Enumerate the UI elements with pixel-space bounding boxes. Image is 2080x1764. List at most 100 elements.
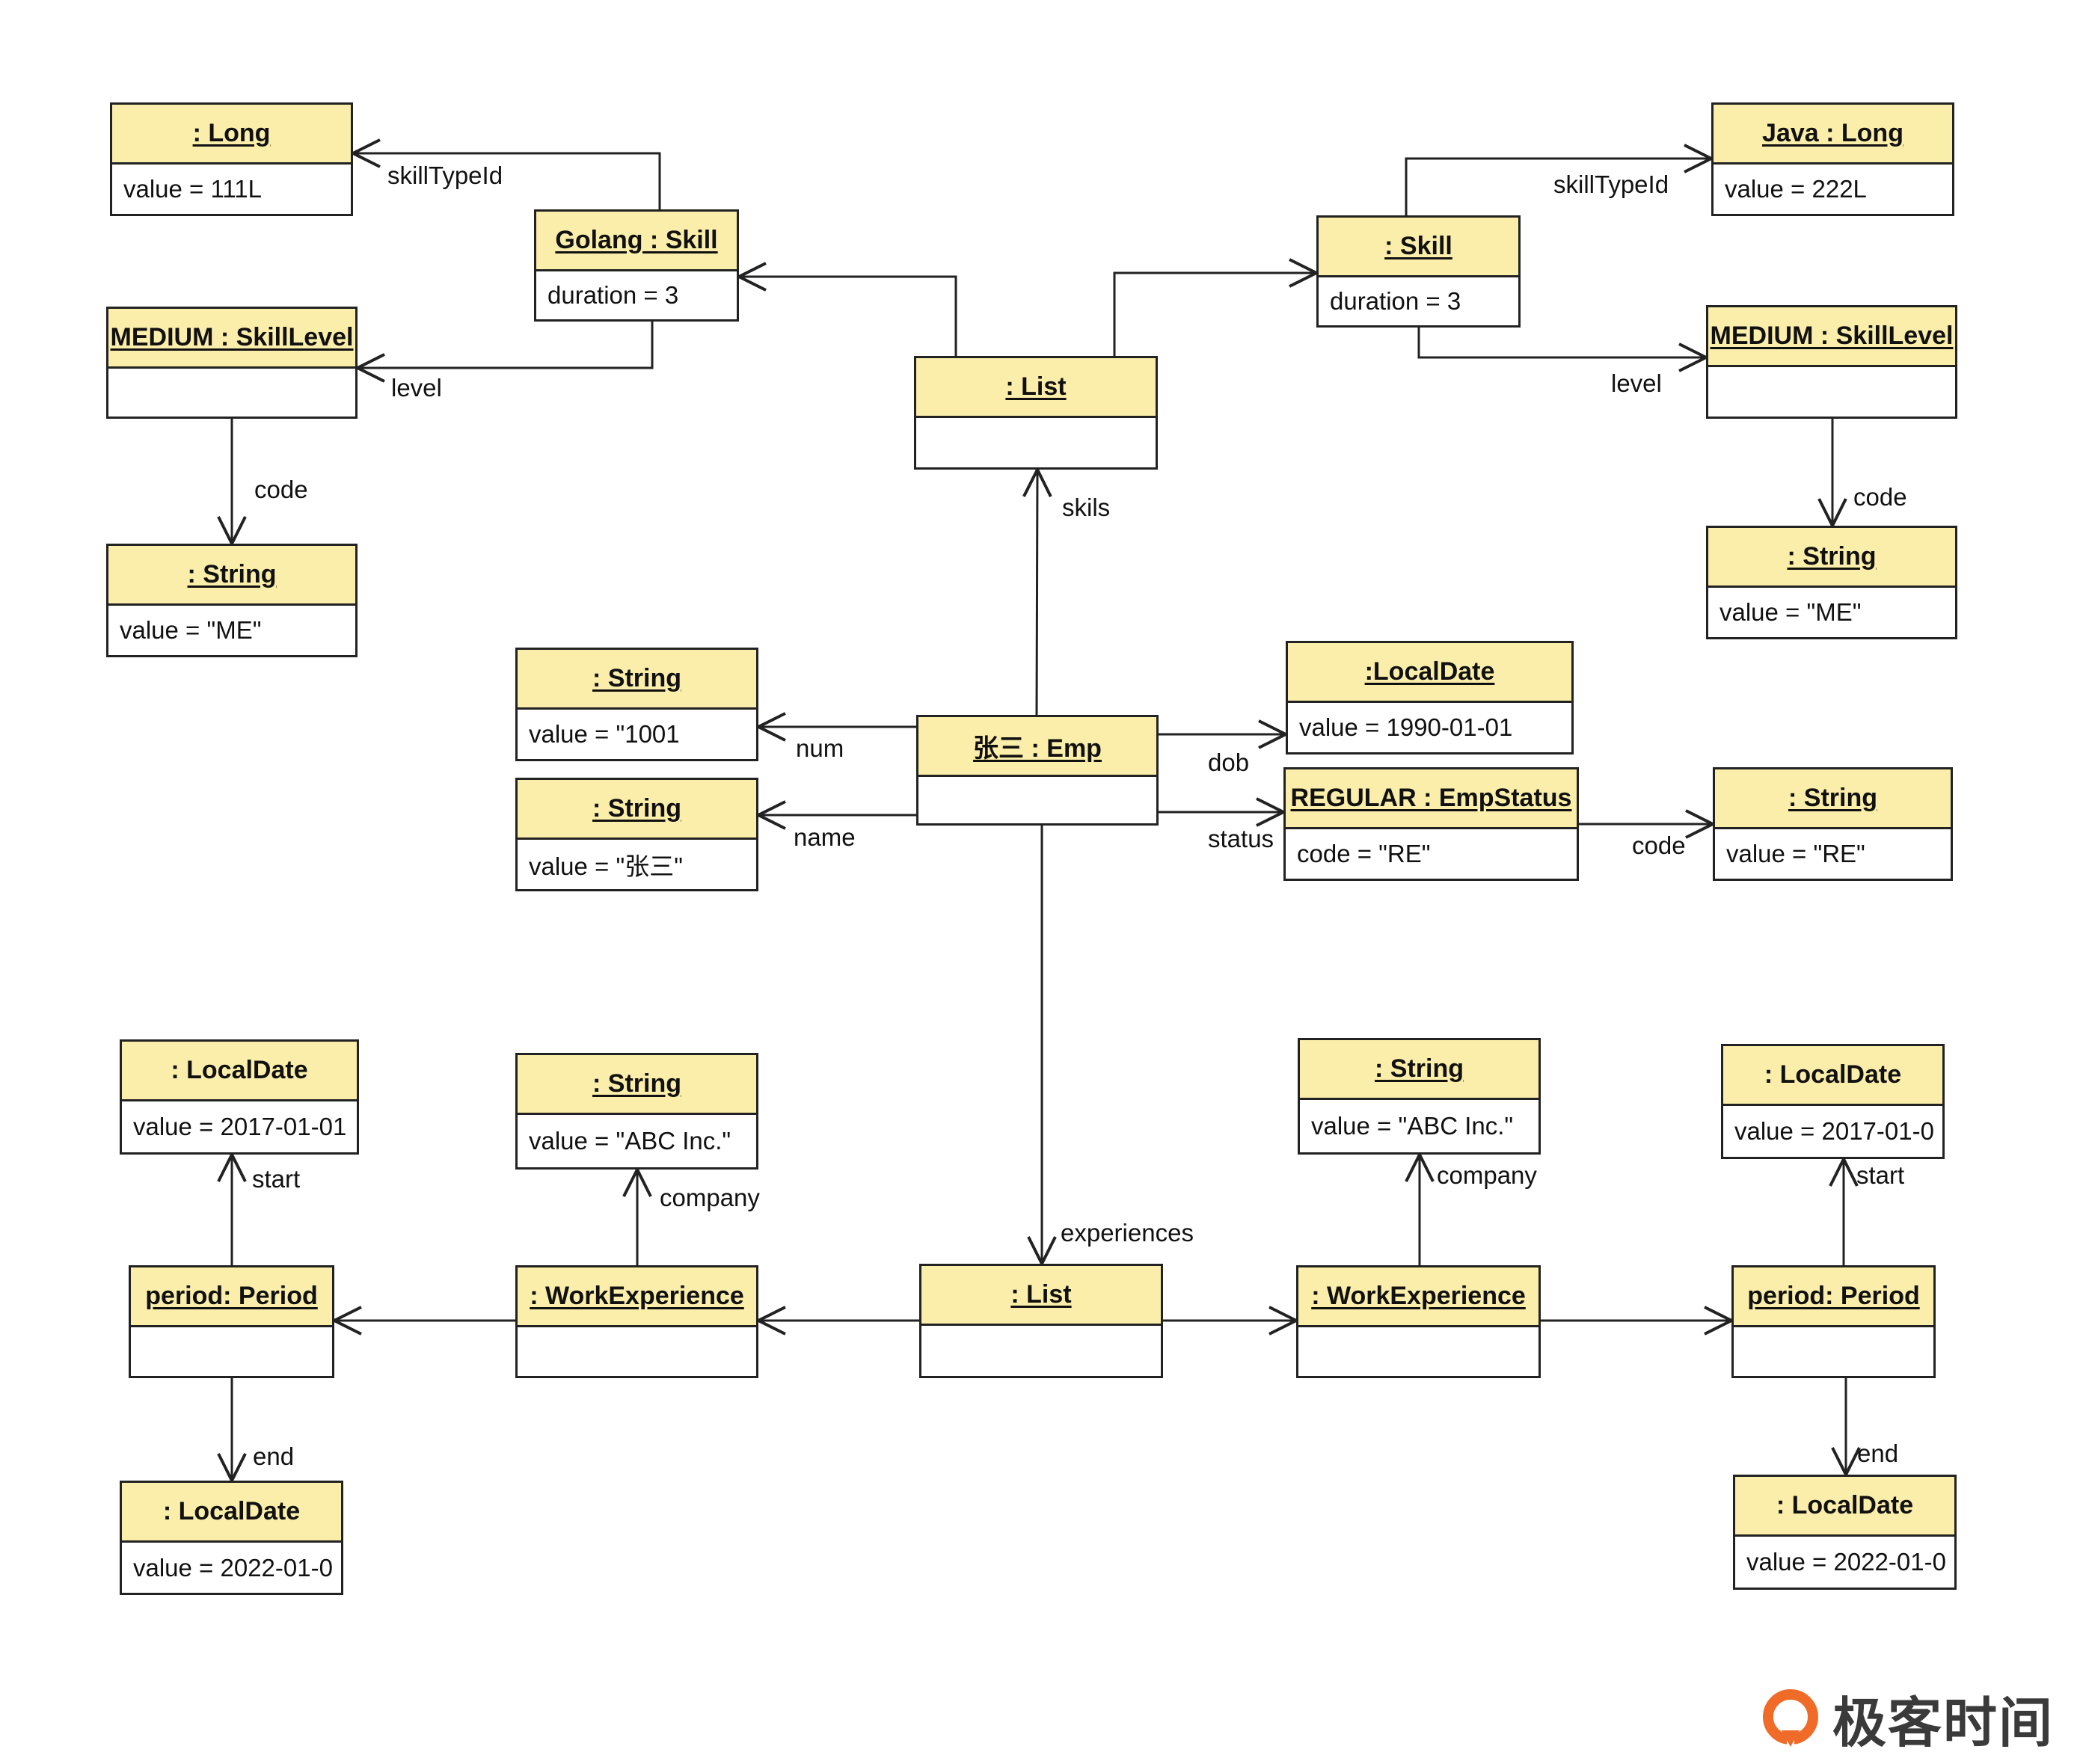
label-num: num — [796, 734, 844, 762]
object-experiences-list[interactable]: : List — [919, 1264, 1163, 1378]
object-title: : LocalDate — [1776, 1491, 1914, 1519]
object-title: REGULAR : EmpStatus — [1290, 784, 1572, 812]
object-title: : Long — [192, 119, 271, 147]
object-string-me-left[interactable]: : String value = "ME" — [106, 544, 358, 657]
object-attribute — [108, 369, 355, 417]
object-attribute: duration = 3 — [547, 281, 679, 309]
object-header: :LocalDate — [1288, 643, 1571, 703]
object-header: : String — [1708, 528, 1955, 588]
object-attribute — [131, 1327, 332, 1376]
object-title: Golang : Skill — [555, 226, 718, 254]
object-medium-skilllevel-left[interactable]: MEDIUM : SkillLevel — [106, 307, 358, 419]
object-header: : LocalDate — [122, 1483, 341, 1543]
edge-level-right — [1417, 327, 1706, 357]
object-header: MEDIUM : SkillLevel — [1708, 307, 1955, 367]
object-header: period: Period — [1734, 1267, 1933, 1327]
object-title: MEDIUM : SkillLevel — [110, 323, 354, 351]
label-name: name — [794, 823, 856, 851]
object-attribute: value = "RE" — [1726, 840, 1865, 867]
object-string-num[interactable]: : String value = "1001 — [515, 648, 758, 761]
object-title: : String — [1787, 542, 1877, 571]
object-string-me-right[interactable]: : String value = "ME" — [1706, 526, 1957, 639]
object-attribute — [1298, 1327, 1538, 1376]
object-string-abc-left[interactable]: : String value = "ABC Inc." — [515, 1053, 758, 1170]
object-empstatus[interactable]: REGULAR : EmpStatus code = "RE" — [1283, 767, 1579, 881]
object-header: : String — [108, 546, 355, 606]
object-title: period: Period — [145, 1282, 318, 1310]
object-title: : String — [592, 794, 681, 823]
object-skills-list[interactable]: : List — [914, 356, 1158, 470]
object-attribute: value = 2022-01-0 — [133, 1553, 333, 1582]
object-title: MEDIUM : SkillLevel — [1710, 322, 1954, 350]
object-header: : String — [1715, 769, 1951, 829]
label-start-right: start — [1856, 1161, 1905, 1189]
object-attribute: value = 222L — [1725, 175, 1867, 203]
object-localdate-end-left[interactable]: : LocalDate value = 2022-01-0 — [120, 1481, 343, 1595]
object-title: : String — [592, 664, 681, 692]
object-long-111[interactable]: : Long value = 111L — [110, 102, 353, 216]
object-attribute: value = "ABC Inc." — [1311, 1112, 1514, 1140]
object-attribute: duration = 3 — [1330, 287, 1461, 315]
object-localdate-end-right[interactable]: : LocalDate value = 2022-01-0 — [1733, 1475, 1957, 1590]
object-localdate-start-left[interactable]: : LocalDate value = 2017-01-01 — [120, 1039, 359, 1155]
object-attribute: value = "ME" — [1719, 598, 1862, 626]
object-golang-skill[interactable]: Golang : Skill duration = 3 — [534, 209, 739, 322]
object-attribute: value = "ME" — [120, 616, 262, 644]
object-period-right[interactable]: period: Period — [1731, 1265, 1936, 1378]
object-attribute: code = "RE" — [1297, 840, 1431, 867]
label-code-left: code — [254, 476, 308, 503]
object-attribute: value = 1990-01-01 — [1299, 713, 1513, 741]
object-java-long[interactable]: Java : Long value = 222L — [1711, 102, 1954, 216]
object-attribute — [921, 1326, 1161, 1376]
object-workexperience-right[interactable]: : WorkExperience — [1296, 1265, 1541, 1378]
object-title: : WorkExperience — [530, 1282, 744, 1310]
label-code-right: code — [1853, 483, 1907, 511]
edge-skilltypeid-right — [1405, 159, 1711, 215]
edge-list-golang — [739, 277, 957, 356]
logo-text: 极客时间 — [1832, 1691, 2055, 1754]
object-header: REGULAR : EmpStatus — [1286, 769, 1577, 829]
object-title: : String — [1788, 784, 1877, 812]
label-experiences: experiences — [1061, 1219, 1194, 1247]
edge-level-left — [358, 320, 654, 368]
object-attribute — [918, 777, 1156, 823]
label-end-left: end — [253, 1442, 295, 1470]
object-medium-skilllevel-right[interactable]: MEDIUM : SkillLevel — [1706, 305, 1957, 419]
label-status: status — [1208, 825, 1274, 852]
object-period-left[interactable]: period: Period — [129, 1265, 334, 1378]
object-string-abc-right[interactable]: : String value = "ABC Inc." — [1298, 1038, 1541, 1155]
object-title: Java : Long — [1762, 119, 1903, 147]
object-workexperience-left[interactable]: : WorkExperience — [515, 1265, 758, 1378]
object-header: MEDIUM : SkillLevel — [108, 309, 355, 369]
object-localdate-dob[interactable]: :LocalDate value = 1990-01-01 — [1286, 641, 1574, 755]
object-title: : LocalDate — [162, 1497, 301, 1525]
object-skill-right[interactable]: : Skill duration = 3 — [1316, 215, 1521, 328]
object-title: : List — [1005, 372, 1067, 401]
object-attribute: value = 2017-01-0 — [1734, 1117, 1934, 1145]
object-emp[interactable]: 张三 : Emp — [916, 715, 1159, 826]
object-attribute: value = 111L — [123, 175, 263, 203]
object-header: : LocalDate — [122, 1042, 357, 1101]
object-header: : List — [921, 1266, 1161, 1326]
object-header: : List — [916, 358, 1156, 418]
object-string-re[interactable]: : String value = "RE" — [1713, 767, 1953, 881]
edge-skilltypeid-left — [353, 153, 661, 209]
object-attribute: value = "ABC Inc." — [529, 1127, 731, 1155]
object-header: : Long — [112, 105, 351, 165]
object-title: : List — [1010, 1280, 1072, 1309]
object-title: : String — [592, 1069, 681, 1098]
label-level-left: level — [391, 374, 442, 402]
label-code-status: code — [1632, 832, 1686, 859]
object-string-name[interactable]: : String value = "张三" — [515, 778, 758, 891]
object-title: 张三 : Emp — [973, 734, 1102, 763]
label-start-left: start — [252, 1165, 301, 1193]
label-level-right: level — [1611, 369, 1662, 397]
object-header: : WorkExperience — [518, 1267, 756, 1327]
label-dob: dob — [1208, 749, 1250, 776]
object-localdate-start-right[interactable]: : LocalDate value = 2017-01-0 — [1721, 1044, 1945, 1159]
object-header: Golang : Skill — [536, 212, 737, 271]
object-header: : String — [518, 780, 756, 840]
object-header: Java : Long — [1714, 105, 1952, 165]
label-skils: skils — [1062, 494, 1111, 521]
object-header: : WorkExperience — [1298, 1267, 1538, 1327]
